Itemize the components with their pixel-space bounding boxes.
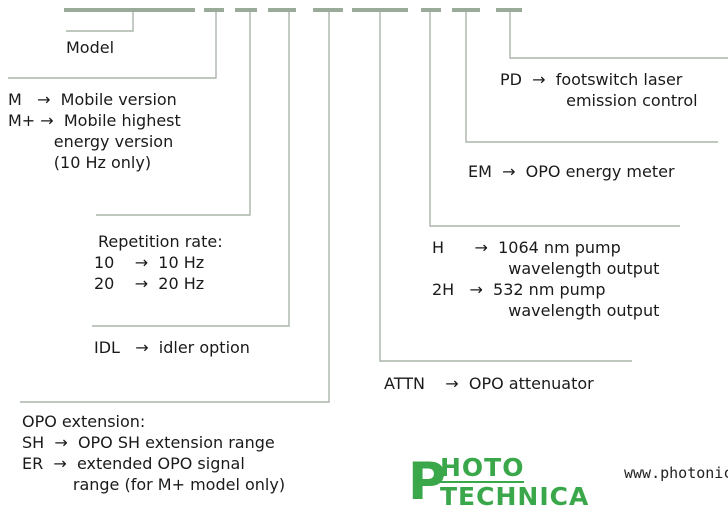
- footswitch-line: PD → footswitch laser: [500, 70, 683, 89]
- leader-idler: [92, 12, 290, 327]
- code-segment-repetition: [235, 8, 257, 12]
- code-segment-energy-meter: [452, 8, 480, 12]
- code-segment-idler: [268, 8, 296, 12]
- version-line: M → Mobile version: [8, 90, 177, 109]
- pump-line: 2H → 532 nm pump: [432, 280, 606, 299]
- code-segment-pump: [421, 8, 441, 12]
- code-segment-attenuator: [352, 8, 408, 12]
- pump-line: wavelength output: [432, 301, 660, 320]
- code-segment-model: [64, 8, 195, 12]
- energy-meter-label: EM → OPO energy meter: [468, 162, 675, 181]
- repetition-line: 20 → 20 Hz: [94, 274, 205, 293]
- version-line: energy version: [8, 132, 174, 151]
- leader-footswitch: [509, 12, 728, 59]
- version-line: M+ → Mobile highest: [8, 111, 181, 130]
- attenuator-label: ATTN → OPO attenuator: [384, 374, 594, 393]
- code-segment-extension: [313, 8, 343, 12]
- version-line: (10 Hz only): [8, 153, 152, 172]
- pump-line: H → 1064 nm pump: [432, 238, 621, 257]
- leader-pump: [429, 12, 680, 227]
- code-segment-footswitch: [496, 8, 522, 12]
- leader-extension: [20, 12, 330, 403]
- repetition-line: 10 → 10 Hz: [94, 253, 205, 272]
- leader-energy-meter: [465, 12, 718, 143]
- leader-model: [66, 12, 134, 32]
- logo-top-text: HOTO: [440, 453, 525, 483]
- extension-line: ER → extended OPO signal: [22, 454, 245, 473]
- footswitch-line: emission control: [500, 91, 698, 110]
- logo-letter: P: [408, 452, 447, 512]
- extension-title: OPO extension:: [22, 412, 146, 431]
- leader-attenuator: [379, 12, 632, 362]
- logo-bottom-text: TECHNICA: [440, 482, 590, 511]
- code-bar: [64, 8, 522, 12]
- pump-line: wavelength output: [432, 259, 660, 278]
- leader-version: [8, 12, 217, 79]
- extension-line: range (for M+ model only): [22, 475, 286, 494]
- extension-line: SH → OPO SH extension range: [22, 433, 275, 452]
- idler-label: IDL → idler option: [94, 338, 250, 357]
- model-label: Model: [66, 38, 115, 57]
- website-url: www.photonics: [624, 464, 728, 482]
- leader-lines: [8, 12, 728, 403]
- leader-repetition: [96, 12, 251, 216]
- repetition-title: Repetition rate:: [98, 232, 223, 251]
- code-segment-version: [204, 8, 224, 12]
